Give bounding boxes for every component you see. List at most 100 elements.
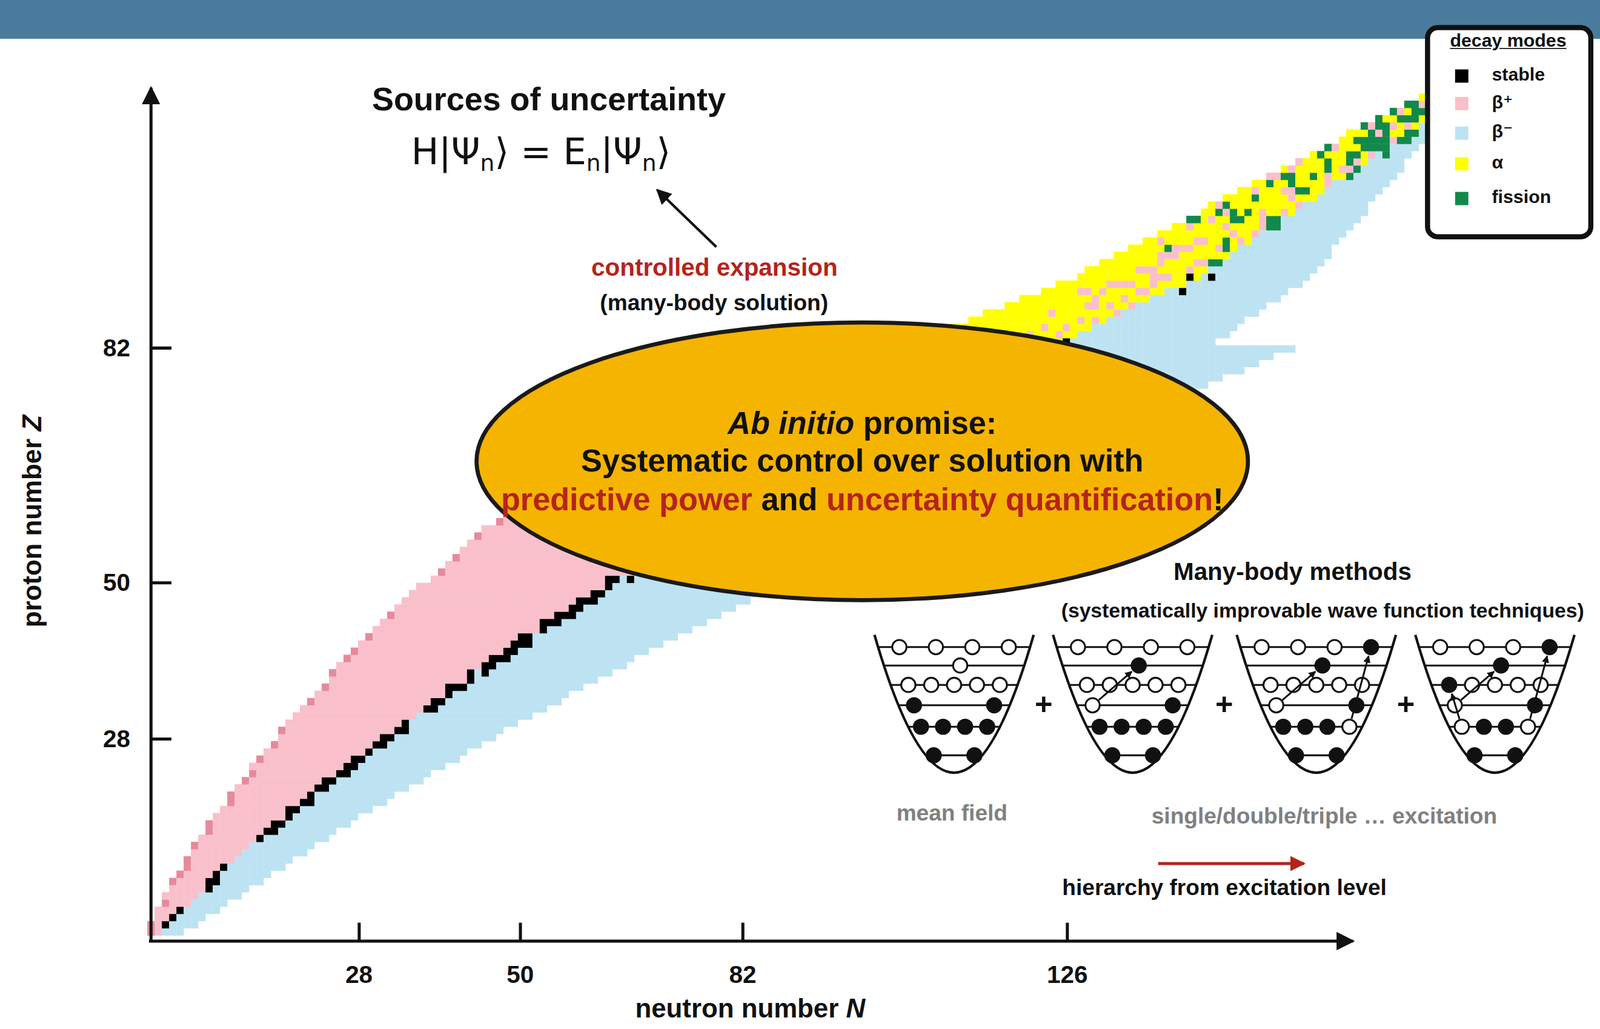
nuclide-cell bbox=[503, 647, 511, 655]
nuclide-cell bbox=[292, 755, 300, 763]
nuclide-cell bbox=[503, 640, 511, 648]
nuclide-cell bbox=[539, 604, 548, 612]
nuclide-cell bbox=[467, 560, 475, 569]
nuclide-cell bbox=[248, 776, 257, 784]
nuclide-cell bbox=[387, 647, 395, 655]
nuclide-cell bbox=[270, 776, 279, 784]
nuclide-cell bbox=[241, 805, 249, 814]
nuclide-cell bbox=[423, 726, 431, 734]
nuclide-cell bbox=[379, 705, 388, 713]
nuclide-cell bbox=[241, 877, 249, 886]
nuclide-cell bbox=[205, 856, 213, 864]
nuclide-cell bbox=[285, 726, 293, 734]
nuclide-cell bbox=[343, 798, 351, 806]
nuclide-cell bbox=[314, 813, 322, 821]
nuclide-cell bbox=[605, 618, 613, 626]
nuclide-cell bbox=[539, 661, 548, 669]
nuclide-cell bbox=[299, 834, 308, 842]
nuclide-cell bbox=[445, 748, 453, 756]
nuclide-cell bbox=[452, 733, 460, 741]
nuclide-cell bbox=[583, 633, 591, 641]
nuclide-cell bbox=[365, 647, 373, 655]
nuclide-cell bbox=[343, 683, 351, 691]
nuclide-cell bbox=[576, 647, 584, 655]
nuclide-cell bbox=[198, 899, 206, 907]
nuclide-cell bbox=[416, 690, 424, 698]
nuclide-cell bbox=[430, 654, 439, 662]
nuclide-cell bbox=[321, 783, 329, 792]
nuclide-cell bbox=[554, 683, 562, 691]
nuclide-cell bbox=[488, 654, 497, 662]
nuclide-cell bbox=[576, 604, 584, 612]
nuclide-cell bbox=[510, 618, 518, 626]
nuclide-cell bbox=[227, 863, 235, 871]
nuclide-cell bbox=[256, 755, 264, 763]
nuclide-cell bbox=[568, 604, 577, 612]
nuclide-cell bbox=[423, 690, 431, 698]
nuclide-cell bbox=[627, 618, 635, 626]
nuclide-cell bbox=[438, 676, 446, 684]
nuclide-cell bbox=[372, 798, 380, 806]
nuclide-cell bbox=[198, 870, 206, 878]
nuclide-cell bbox=[423, 604, 431, 612]
nuclide-cell bbox=[474, 705, 482, 713]
nuclide-cell bbox=[488, 705, 497, 713]
nuclide-cell bbox=[416, 582, 424, 591]
nuclide-cell bbox=[656, 633, 664, 641]
nuclide-cell bbox=[503, 690, 511, 698]
nuclide-cell bbox=[292, 841, 300, 849]
nuclide-cell bbox=[474, 683, 482, 691]
nuclide-cell bbox=[459, 590, 468, 598]
nuclide-cell bbox=[459, 640, 468, 648]
nuclide-cell bbox=[517, 661, 526, 669]
nuclide-cell bbox=[488, 668, 497, 677]
nuclide-cell bbox=[307, 755, 315, 763]
nuclide-cell bbox=[328, 748, 337, 756]
nuclide-cell bbox=[634, 604, 642, 612]
nuclide-cell bbox=[605, 661, 613, 669]
nuclide-cell bbox=[503, 661, 511, 669]
nuclide-cell bbox=[408, 711, 417, 720]
nuclide-cell bbox=[219, 834, 228, 842]
nuclide-cell bbox=[714, 611, 722, 619]
nuclide-cell bbox=[372, 711, 380, 720]
nuclide-cell bbox=[292, 762, 300, 771]
nuclide-cell bbox=[212, 856, 220, 864]
nuclide-cell bbox=[612, 661, 620, 669]
nuclide-cell bbox=[198, 834, 206, 842]
nuclide-cell bbox=[285, 762, 293, 771]
nuclide-cell bbox=[416, 676, 424, 684]
nuclide-cell bbox=[328, 705, 337, 713]
nuclide-cell bbox=[336, 791, 344, 799]
nuclide-cell bbox=[663, 625, 671, 634]
nuclide-cell bbox=[307, 826, 315, 835]
nuclide-cell bbox=[401, 726, 409, 734]
nuclide-cell bbox=[212, 870, 220, 878]
nuclide-cell bbox=[307, 705, 315, 713]
nuclide-cell bbox=[503, 705, 511, 713]
nuclide-cell bbox=[452, 560, 460, 569]
nuclide-cell bbox=[343, 791, 351, 799]
nuclide-cell bbox=[285, 820, 293, 828]
nuclide-cell bbox=[496, 697, 504, 706]
nuclide-cell bbox=[525, 640, 533, 648]
nuclide-cell bbox=[532, 611, 540, 619]
nuclide-cell bbox=[583, 640, 591, 648]
nuclide-cell bbox=[416, 755, 424, 763]
nuclide-cell bbox=[350, 705, 359, 713]
nuclide-cell bbox=[365, 676, 373, 684]
nuclide-cell bbox=[474, 640, 482, 648]
nuclide-cell bbox=[503, 611, 511, 619]
nuclide-cell bbox=[256, 798, 264, 806]
nuclide-cell bbox=[401, 604, 409, 612]
nuclide-cell bbox=[343, 820, 351, 828]
nuclide-cell bbox=[634, 647, 642, 655]
nuclide-cell bbox=[328, 719, 337, 727]
nuclide-cell bbox=[583, 661, 591, 669]
nuclide-cell bbox=[445, 755, 453, 763]
nuclide-cell bbox=[408, 748, 417, 756]
nuclide-cell bbox=[285, 769, 293, 777]
nuclide-cell bbox=[416, 661, 424, 669]
nuclide-cell bbox=[183, 856, 191, 864]
nuclide-cell bbox=[241, 834, 249, 842]
